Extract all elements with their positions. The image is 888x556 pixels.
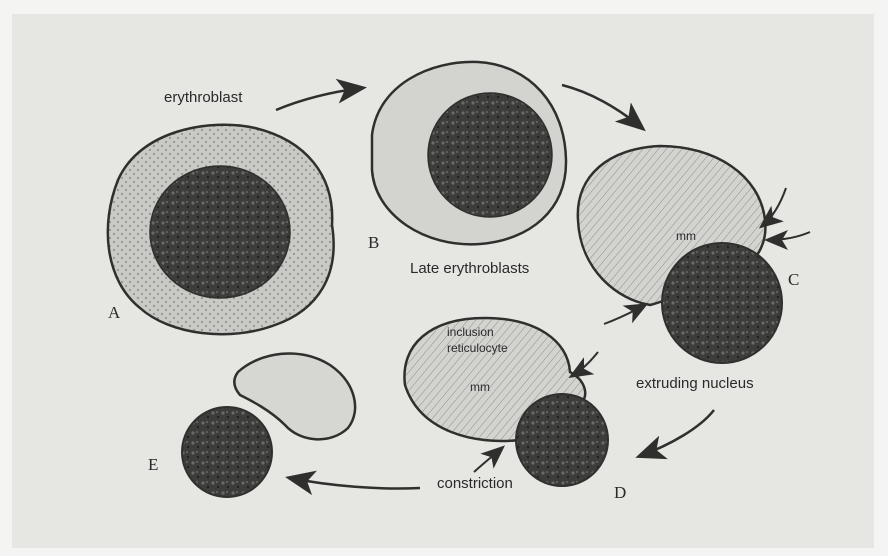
- erythroblast-label: erythroblast: [164, 89, 243, 106]
- inclusion-label: inclusion: [447, 325, 494, 339]
- cell-a-nucleus: [150, 166, 290, 298]
- cell-d-nucleus: [516, 394, 608, 486]
- stage-label-a: A: [108, 303, 121, 322]
- stage-label-b: B: [368, 233, 379, 252]
- stage-label-e: E: [148, 455, 158, 474]
- cell-c-nucleus: [662, 243, 782, 363]
- reticulocyte-label: reticulocyte: [447, 341, 508, 355]
- cell-d-mm-label: mm: [470, 380, 490, 394]
- late-erythroblasts-label: Late erythroblasts: [410, 260, 529, 277]
- cell-b: [372, 62, 566, 244]
- cell-a: [108, 125, 334, 334]
- cell-c-mm-label: mm: [676, 229, 696, 243]
- constriction-label: constriction: [437, 475, 513, 492]
- stage-label-d: D: [614, 483, 626, 502]
- stage-label-c: C: [788, 270, 799, 289]
- extruding-nucleus-label: extruding nucleus: [636, 375, 754, 392]
- cell-b-nucleus: [428, 93, 552, 217]
- cell-e-nucleus: [182, 407, 272, 497]
